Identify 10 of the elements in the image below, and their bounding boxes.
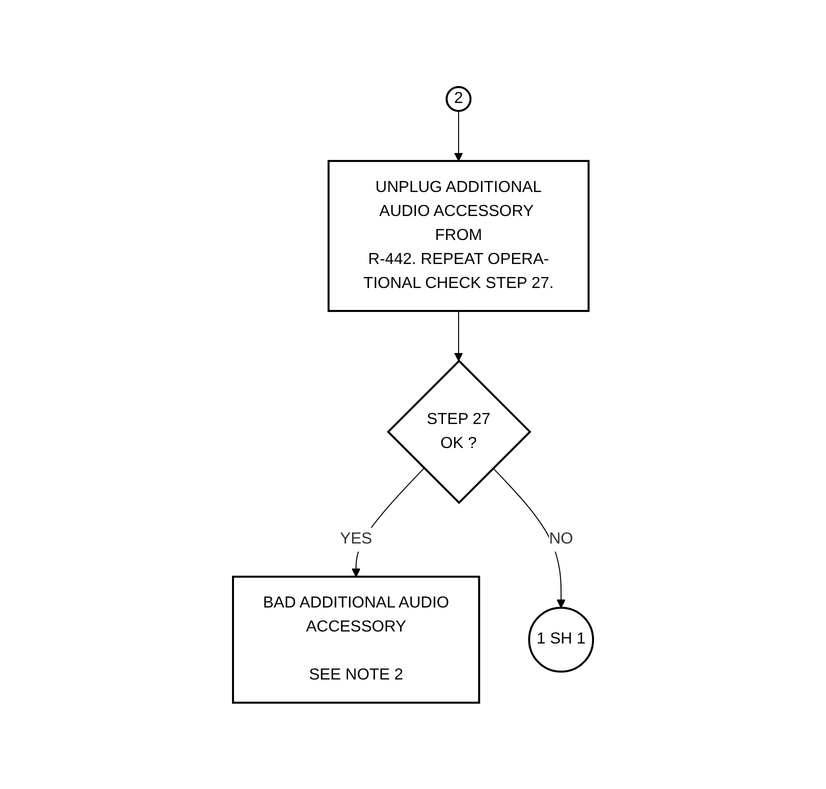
node-circle: 2 [446, 86, 472, 112]
node-circle: 1 SH 1 [528, 606, 594, 672]
arrow [492, 467, 566, 608]
node-diamond: STEP 27 OK ? [386, 359, 532, 504]
edge-label: NO [549, 530, 574, 548]
node-box: BAD ADDITIONAL AUDIO ACCESSORY SEE NOTE 2 [232, 575, 480, 704]
node-box: UNPLUG ADDITIONAL AUDIO ACCESSORY FROM R-442. REPEAT OPERA- TIONAL CHECK STEP 27. [328, 160, 590, 312]
edge-label: YES [340, 530, 372, 548]
arrow [454, 110, 463, 161]
arrow [454, 310, 463, 361]
